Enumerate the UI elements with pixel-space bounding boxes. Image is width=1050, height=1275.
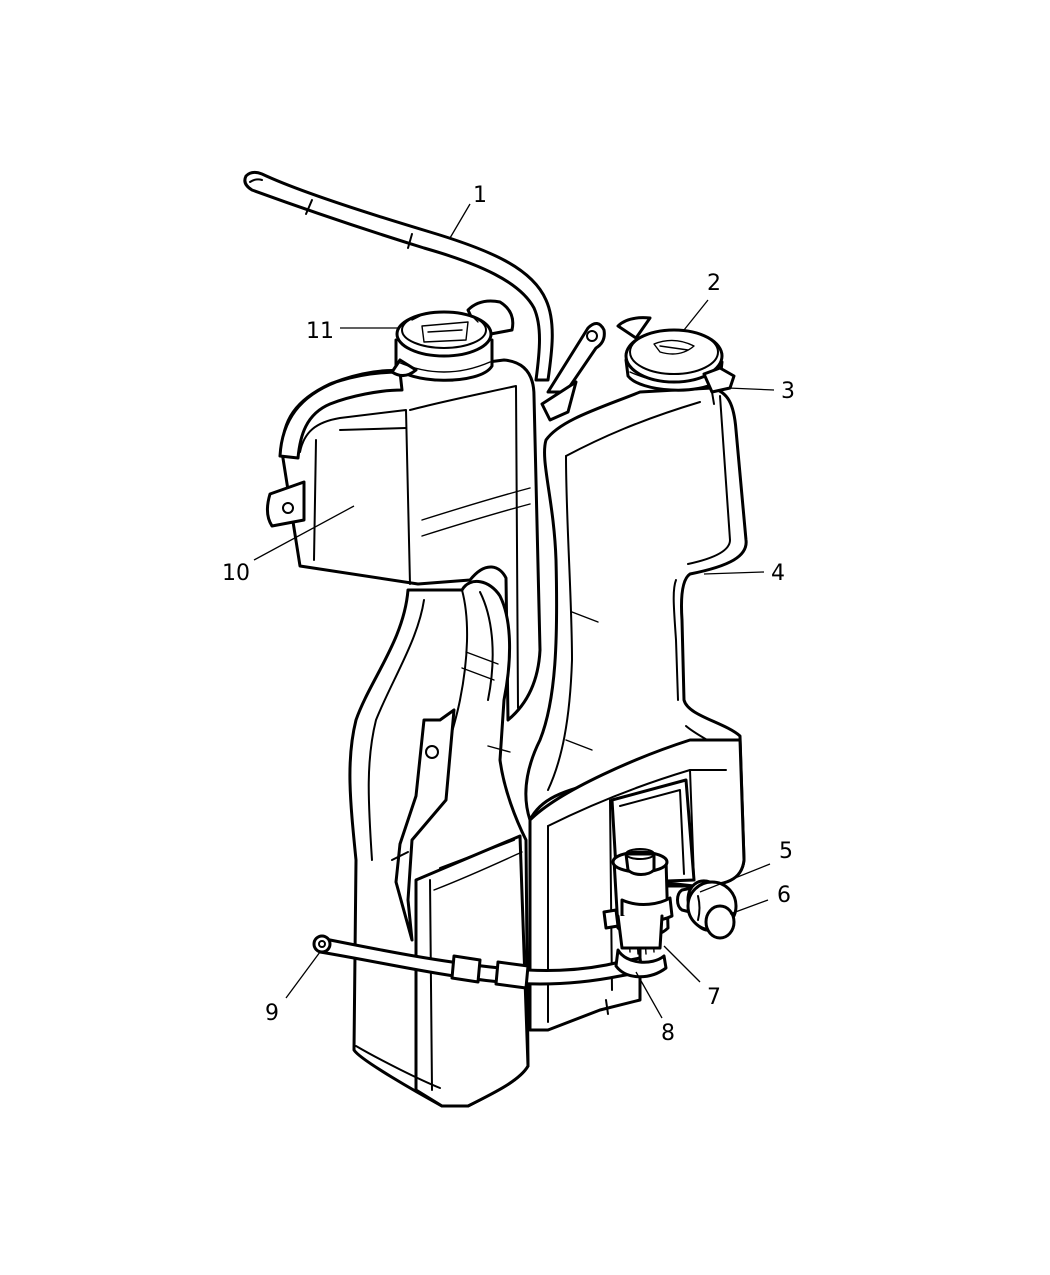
part-11-coolant-cap	[390, 299, 515, 382]
part-6-level-sensor	[686, 879, 738, 940]
callout-7: 7	[707, 985, 721, 1010]
part-8-grommet	[605, 948, 668, 1015]
leader-8	[635, 971, 663, 1019]
leader-4	[703, 571, 765, 575]
leader-5	[699, 863, 771, 893]
part-9-hose	[312, 934, 644, 990]
callout-labels: 1 2 3 4 5 6 7 8 9 10 11	[222, 183, 795, 1046]
callout-9: 9	[265, 1001, 279, 1026]
callout-2: 2	[707, 271, 721, 296]
callout-1: 1	[473, 183, 487, 208]
callout-4: 4	[771, 561, 785, 586]
leader-2	[683, 299, 709, 331]
leader-6	[729, 899, 769, 915]
leader-lines	[253, 203, 775, 1019]
leader-9	[285, 951, 321, 999]
callout-3: 3	[781, 379, 795, 404]
callout-6: 6	[777, 883, 791, 908]
leader-3	[727, 387, 775, 391]
part-7-washer-pump	[602, 848, 674, 955]
leader-10	[253, 505, 355, 561]
leader-7	[663, 945, 701, 983]
part-4-washer-reservoir	[524, 322, 748, 1032]
part-2-washer-cap	[616, 316, 724, 392]
callout-11: 11	[306, 319, 334, 344]
part-1-hose	[243, 170, 554, 382]
part-10-coolant-reservoir	[265, 358, 542, 1108]
part-3-cap-tether	[702, 366, 736, 405]
callout-10: 10	[222, 561, 250, 586]
callout-8: 8	[661, 1021, 675, 1046]
callout-5: 5	[779, 839, 793, 864]
leader-1	[449, 203, 471, 239]
